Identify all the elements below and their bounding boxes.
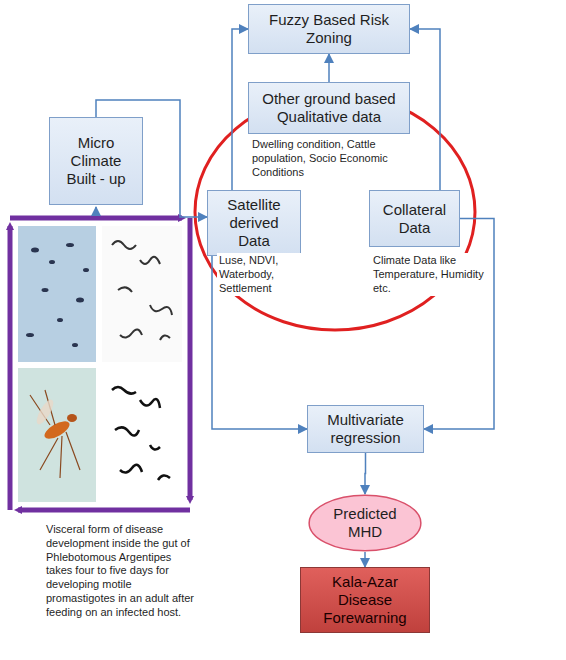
micrograph-panel <box>18 226 182 502</box>
result-box: Kala-Azar Disease Forewarning <box>300 567 430 633</box>
connector-arrow <box>364 552 366 567</box>
figure-caption: Visceral form of disease development ins… <box>44 522 198 620</box>
connector-arrow <box>328 54 330 82</box>
cycle-frame <box>10 218 190 510</box>
process-box: Collateral Data <box>369 190 460 247</box>
node-text: Fuzzy Based Risk Zoning <box>255 11 403 47</box>
node-text: Other ground based Qualitative data <box>255 90 403 126</box>
note-text: Dwelling condition, Cattle population, S… <box>250 137 418 180</box>
process-box: Micro Climate Built - up <box>49 117 143 205</box>
note-text: Luse, NDVI, Waterbody, Settlement <box>217 253 309 296</box>
node-text: Kala-Azar Disease Forewarning <box>307 573 423 627</box>
connector-arrow <box>232 29 248 190</box>
connector-arrow <box>424 219 494 430</box>
node-text: Micro Climate Built - up <box>56 134 136 188</box>
process-box: Other ground based Qualitative data <box>248 82 410 134</box>
node-text: Collateral Data <box>376 201 453 237</box>
process-box: Multivariate regression <box>307 405 424 453</box>
feed-arrow <box>95 207 97 214</box>
connector-arrow <box>364 453 366 494</box>
node-text: Predicted MHD <box>322 505 408 541</box>
note-text: Climate Data like Temperature, Humidity … <box>371 253 488 296</box>
output-ellipse: Predicted MHD <box>308 494 422 552</box>
node-text: Satellite derived Data <box>214 196 294 250</box>
process-box: Satellite derived Data <box>207 190 301 256</box>
node-text: Multivariate regression <box>314 411 417 447</box>
process-box: Fuzzy Based Risk Zoning <box>248 4 410 54</box>
